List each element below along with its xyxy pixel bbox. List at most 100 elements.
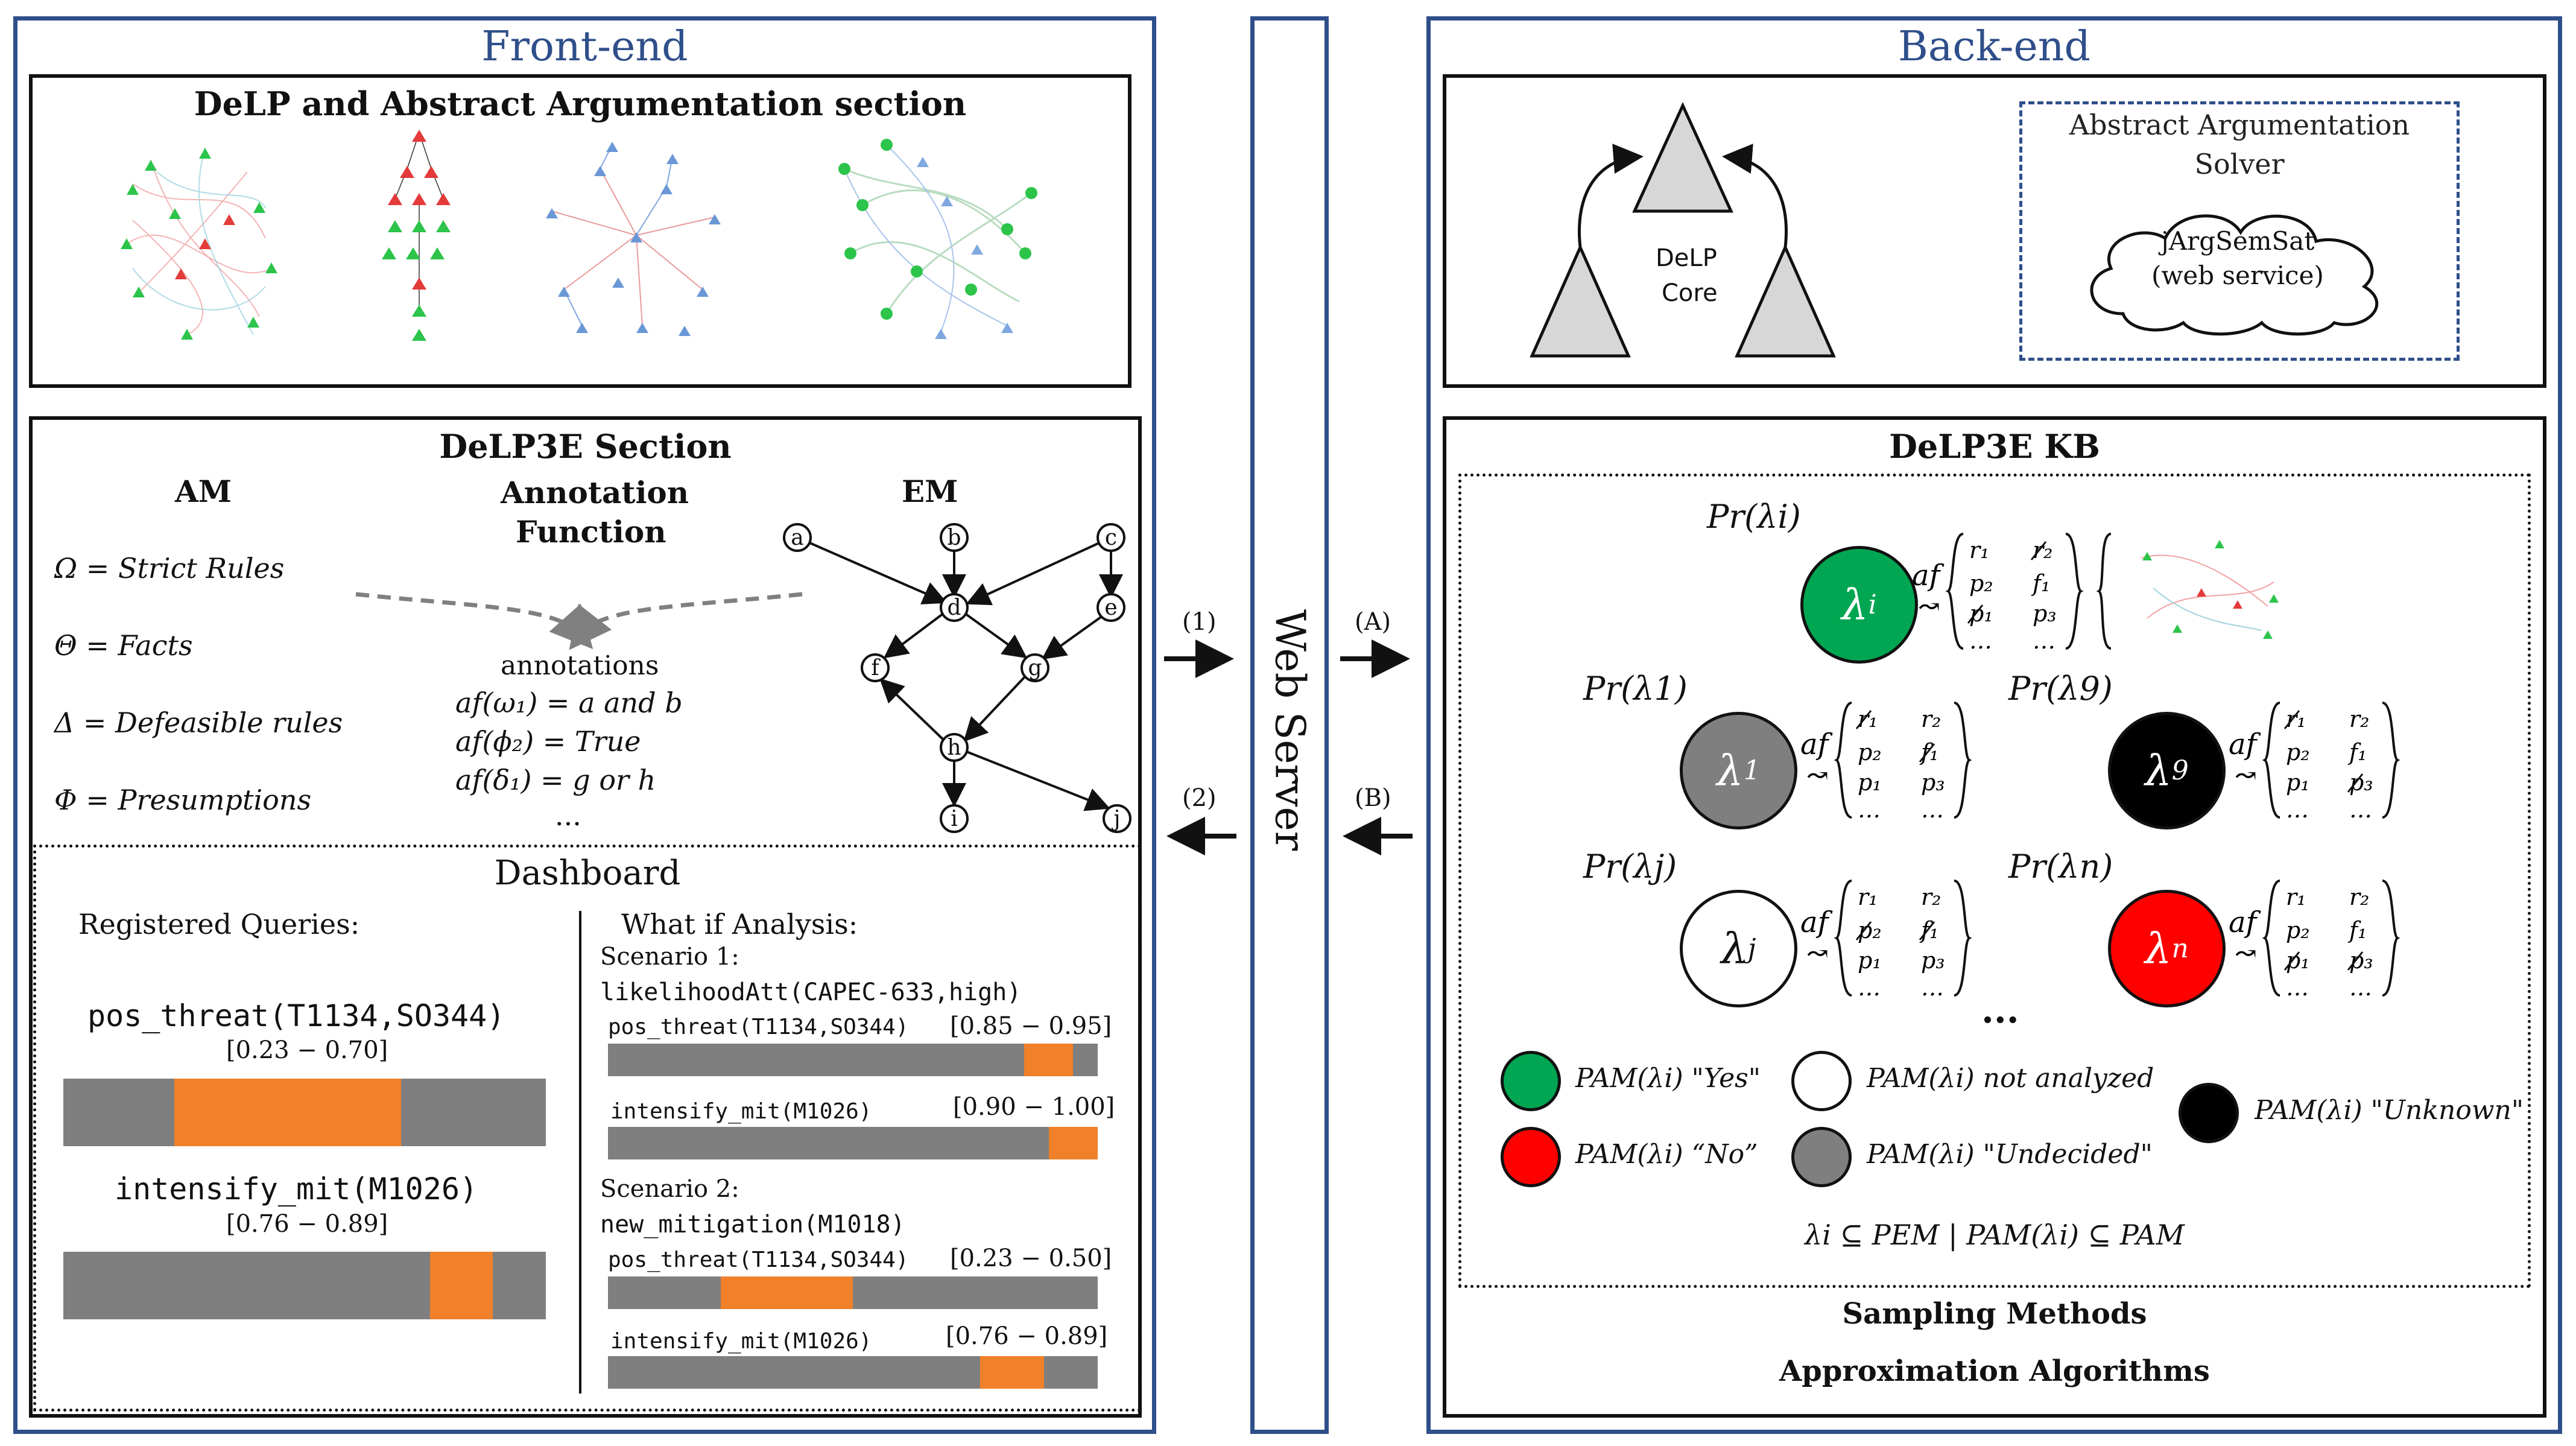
cloud-icon	[2090, 214, 2379, 336]
em-node-a: a	[791, 525, 803, 550]
svg-text:p₃: p₃	[2349, 769, 2373, 796]
interval-fill	[174, 1079, 401, 1146]
registered-query-1-name: pos_threat(T1134,SO344)	[87, 998, 505, 1033]
em-title: EM	[902, 474, 958, 509]
annotation-dashed-arrows	[355, 592, 803, 650]
world-9-prob: Pr(λ9)	[2008, 670, 2113, 708]
arrow-label-1: (1)	[1182, 608, 1217, 636]
svg-text:r₁: r₁	[2286, 884, 2306, 910]
svg-text:…: …	[1858, 974, 1881, 1001]
annotation-title-line1: Annotation	[501, 475, 689, 510]
svg-text:↝: ↝	[2235, 938, 2257, 969]
scenario-1-query-2-bar	[608, 1127, 1098, 1159]
arrow-label-a: (A)	[1355, 608, 1391, 636]
scenario-2-query-2-range: [0.76 − 0.89]	[946, 1322, 1108, 1350]
registered-query-1-range: [0.23 − 0.70]	[226, 1036, 388, 1064]
af-mapping-i-graph-thumbnail	[2096, 533, 2279, 650]
scenario-1-label: Scenario 1:	[600, 943, 739, 971]
back-end-panel	[1426, 16, 2562, 1434]
scenario-2-label: Scenario 2:	[600, 1175, 739, 1203]
am-item-defeasible-rules: Δ = Defeasible rules	[54, 706, 343, 739]
svg-text:↝: ↝	[1806, 938, 1829, 969]
world-n-symbol: λ	[2145, 924, 2172, 974]
world-j-subscript: j	[1747, 933, 1756, 964]
interval-fill	[980, 1356, 1044, 1389]
svg-text:r₁: r₁	[2286, 706, 2306, 732]
svg-text:af: af	[2229, 905, 2261, 939]
scenario-2-query-1-range: [0.23 − 0.50]	[950, 1245, 1112, 1272]
svg-text:r₁: r₁	[1858, 706, 1878, 732]
scenario-1-query-1-range: [0.85 − 0.95]	[950, 1012, 1112, 1040]
approximation-algorithms-label: Approximation Algorithms	[1779, 1354, 2210, 1388]
what-if-title: What if Analysis:	[621, 908, 858, 940]
svg-text:f₁: f₁	[2031, 570, 2050, 597]
em-node-i: i	[951, 807, 958, 831]
annotation-title-line2: Function	[516, 514, 666, 550]
arrow-label-b: (B)	[1355, 784, 1391, 812]
svg-text:af: af	[1912, 559, 1945, 592]
registered-query-2-name: intensify_mit(M1026)	[115, 1172, 478, 1207]
svg-text:…: …	[2286, 796, 2309, 823]
svg-text:r₂: r₂	[2349, 884, 2369, 910]
worlds-ellipsis: ...	[1981, 989, 2019, 1032]
delp-aa-section-title: DeLP and Abstract Argumentation section	[194, 84, 967, 123]
svg-text:f₁: f₁	[1919, 917, 1938, 943]
em-node-g: g	[1028, 656, 1042, 680]
svg-text:p₃: p₃	[2033, 600, 2057, 627]
annotations-label: annotations	[501, 650, 659, 681]
em-node-b: b	[947, 525, 961, 550]
scenario-2-query-1-bar	[608, 1276, 1098, 1309]
world-n-subscript: n	[2171, 933, 2189, 964]
svg-text:p₁: p₁	[1858, 947, 1882, 974]
svg-text:…: …	[1921, 796, 1944, 823]
svg-text:p₂: p₂	[1969, 570, 1993, 597]
dashboard-title: Dashboard	[494, 854, 681, 893]
svg-text:f₁: f₁	[1919, 739, 1938, 766]
delp3e-kb-title: DeLP3E KB	[1889, 427, 2100, 466]
em-node-c: c	[1105, 525, 1117, 550]
scenario-2-query-2-bar	[608, 1356, 1098, 1389]
scenario-1-query-2-range: [0.90 − 1.00]	[953, 1093, 1115, 1121]
interval-fill	[1048, 1127, 1098, 1159]
svg-text:p₂: p₂	[2286, 739, 2310, 766]
svg-text:af: af	[2229, 728, 2261, 761]
web-server-arrows	[1164, 639, 1413, 855]
aa-solver-title-line2: Solver	[2194, 148, 2285, 180]
svg-text:p₁: p₁	[2286, 769, 2310, 796]
dashboard-panel	[33, 845, 1142, 1412]
em-node-j: j	[1111, 807, 1120, 831]
svg-text:…: …	[2349, 974, 2372, 1001]
annotation-item-3: af(δ₁) = g or h	[455, 764, 656, 796]
scenario-1-query-1-bar	[608, 1044, 1098, 1076]
web-server-panel	[1250, 16, 1329, 1434]
em-node-f: f	[871, 656, 881, 680]
svg-text:p₂: p₂	[2286, 917, 2310, 943]
annotation-item-2: af(ϕ₂) = True	[455, 725, 641, 758]
registered-query-2-range: [0.76 − 0.89]	[226, 1210, 388, 1238]
registered-query-1-bar	[63, 1079, 546, 1146]
back-end-top-section	[1443, 74, 2546, 388]
world-n-prob: Pr(λn)	[2008, 848, 2113, 886]
svg-text:…: …	[2349, 796, 2372, 823]
registered-query-2-bar	[63, 1252, 546, 1319]
front-end-title: Front-end	[481, 23, 688, 71]
dashboard-divider	[579, 911, 581, 1394]
world-i-subscript: i	[1868, 589, 1877, 620]
legend-not-analyzed-dot	[1791, 1051, 1852, 1111]
legend-not-analyzed-label: PAM(λi) not analyzed	[1867, 1063, 2154, 1094]
annotation-item-1: af(ω₁) = a and b	[455, 687, 683, 719]
svg-text:p₁: p₁	[2286, 947, 2310, 974]
scenario-1-action: likelihoodAtt(CAPEC-633,high)	[600, 978, 1022, 1006]
em-node-e: e	[1104, 595, 1117, 620]
svg-text:p₂: p₂	[1858, 917, 1882, 943]
world-9-subscript: 9	[2171, 755, 2189, 786]
aa-solver-service-line1: jArgSemSat	[2160, 226, 2315, 256]
em-bayesian-network: a b c d e f g h i j	[783, 523, 1131, 833]
svg-text:p₁: p₁	[1858, 769, 1882, 796]
front-end-panel	[13, 16, 1156, 1434]
svg-text:r₂: r₂	[2033, 537, 2052, 563]
